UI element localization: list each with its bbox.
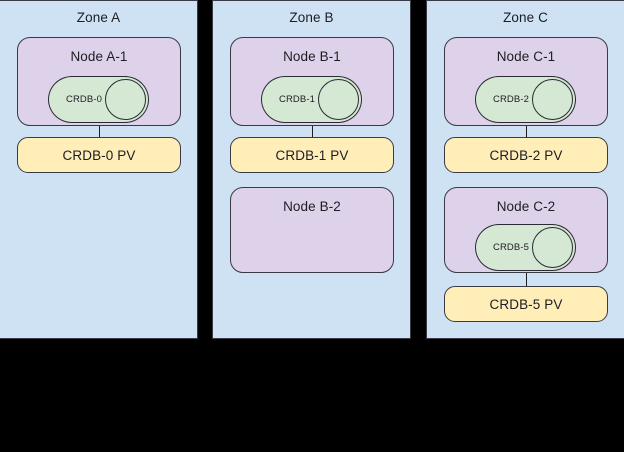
node-c-2-box: Node C-2 CRDB-5 bbox=[444, 187, 608, 273]
database-cylinder-crdb-5: CRDB-5 bbox=[475, 224, 576, 271]
zone-b-container: Zone B Node B-1 CRDB-1 CRDB-1 PV Node B-… bbox=[212, 0, 411, 339]
database-label-crdb-5: CRDB-5 bbox=[493, 242, 529, 253]
pv-crdb-1-box: CRDB-1 PV bbox=[230, 137, 394, 173]
pv-crdb-1-label: CRDB-1 PV bbox=[275, 147, 349, 163]
node-b-2-label: Node B-2 bbox=[283, 199, 341, 214]
pv-crdb-5-box: CRDB-5 PV bbox=[444, 286, 608, 322]
connector-node-a-1-to-pv bbox=[99, 126, 100, 137]
connector-node-c-2-to-pv bbox=[526, 273, 527, 286]
database-label-crdb-1: CRDB-1 bbox=[279, 94, 315, 105]
cylinder-cap-ellipse bbox=[105, 79, 146, 120]
zone-b-label: Zone B bbox=[289, 10, 334, 25]
database-label-crdb-0: CRDB-0 bbox=[66, 94, 102, 105]
node-b-1-box: Node B-1 CRDB-1 bbox=[230, 37, 394, 126]
database-cylinder-crdb-1: CRDB-1 bbox=[261, 76, 362, 123]
cylinder-cap-ellipse bbox=[318, 79, 359, 120]
cylinder-cap-ellipse bbox=[532, 79, 573, 120]
pv-crdb-0-box: CRDB-0 PV bbox=[17, 137, 181, 173]
zone-a-container: Zone A Node A-1 CRDB-0 CRDB-0 PV bbox=[0, 0, 198, 339]
zone-c-label: Zone C bbox=[503, 10, 548, 25]
pv-crdb-2-box: CRDB-2 PV bbox=[444, 137, 608, 173]
pv-crdb-5-label: CRDB-5 PV bbox=[489, 296, 563, 312]
node-b-1-label: Node B-1 bbox=[283, 49, 341, 64]
node-c-1-label: Node C-1 bbox=[496, 49, 556, 64]
zone-c-container: Zone C Node C-1 CRDB-2 CRDB-2 PV Node C-… bbox=[426, 0, 624, 339]
database-cylinder-crdb-0: CRDB-0 bbox=[48, 76, 149, 123]
pv-crdb-2-label: CRDB-2 PV bbox=[489, 147, 563, 163]
connector-node-c-1-to-pv bbox=[526, 126, 527, 137]
cylinder-cap-ellipse bbox=[532, 227, 573, 268]
pv-crdb-0-label: CRDB-0 PV bbox=[62, 147, 136, 163]
node-a-1-box: Node A-1 CRDB-0 bbox=[17, 37, 181, 126]
node-a-1-label: Node A-1 bbox=[70, 49, 128, 64]
database-cylinder-crdb-2: CRDB-2 bbox=[475, 76, 576, 123]
node-b-2-box: Node B-2 bbox=[230, 187, 394, 273]
zone-a-label: Zone A bbox=[76, 10, 121, 25]
database-label-crdb-2: CRDB-2 bbox=[493, 94, 529, 105]
node-c-1-box: Node C-1 CRDB-2 bbox=[444, 37, 608, 126]
connector-node-b-1-to-pv bbox=[312, 126, 313, 137]
node-c-2-label: Node C-2 bbox=[496, 199, 556, 214]
